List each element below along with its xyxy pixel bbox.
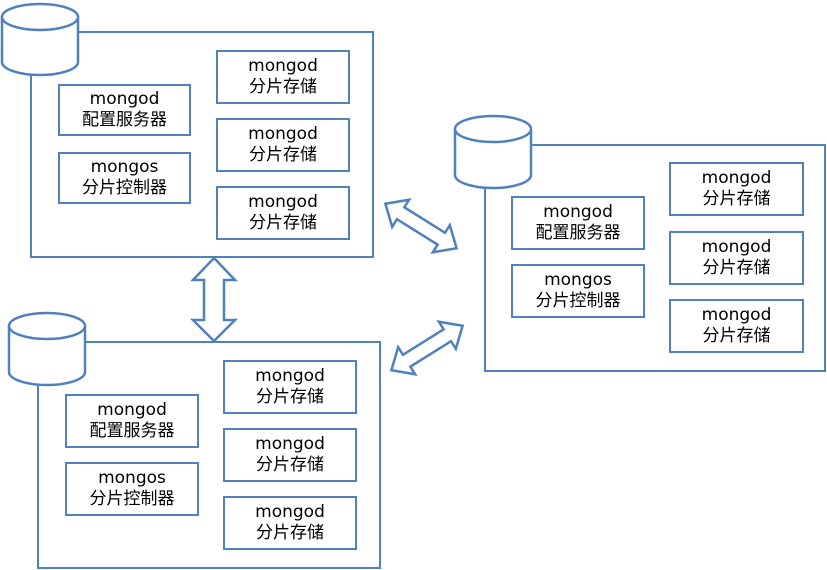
shard-label-1-2: 分片存储 bbox=[249, 145, 317, 165]
config-server-label-2: 配置服务器 bbox=[89, 421, 175, 441]
double-arrow-icon bbox=[189, 256, 239, 343]
database-icon bbox=[0, 2, 80, 77]
shard-label-3-2: 分片存储 bbox=[702, 258, 771, 278]
router-name-2: mongos bbox=[98, 468, 166, 488]
router-box-2: mongos 分片控制器 bbox=[65, 462, 199, 516]
shard-name-2-3: mongod bbox=[255, 502, 325, 522]
shard-label-2-3: 分片存储 bbox=[256, 523, 324, 543]
shard-name-1-3: mongod bbox=[248, 192, 318, 212]
shard-box-1-1: mongod 分片存储 bbox=[216, 50, 350, 104]
config-server-label-3: 配置服务器 bbox=[535, 223, 621, 243]
shard-label-1-3: 分片存储 bbox=[249, 213, 317, 233]
shard-box-3-2: mongod 分片存储 bbox=[669, 231, 804, 285]
shard-name-1-1: mongod bbox=[248, 56, 318, 76]
router-box-3: mongos 分片控制器 bbox=[511, 264, 645, 318]
shard-box-1-2: mongod 分片存储 bbox=[216, 118, 350, 172]
shard-box-2-3: mongod 分片存储 bbox=[223, 496, 357, 550]
shard-box-3-1: mongod 分片存储 bbox=[669, 162, 804, 216]
config-server-name-2: mongod bbox=[97, 400, 167, 420]
shard-box-3-3: mongod 分片存储 bbox=[669, 299, 804, 353]
shard-label-2-1: 分片存储 bbox=[256, 387, 324, 407]
shard-name-1-2: mongod bbox=[248, 124, 318, 144]
database-icon bbox=[7, 311, 87, 387]
config-server-box-3: mongod 配置服务器 bbox=[511, 196, 645, 250]
double-arrow-icon bbox=[383, 198, 459, 254]
router-name-1: mongos bbox=[90, 157, 159, 177]
shard-name-2-2: mongod bbox=[255, 434, 325, 454]
router-label-3: 分片控制器 bbox=[535, 291, 621, 311]
shard-name-3-2: mongod bbox=[701, 237, 772, 257]
router-label-2: 分片控制器 bbox=[89, 489, 175, 509]
shard-label-1-1: 分片存储 bbox=[249, 77, 317, 97]
shard-label-2-2: 分片存储 bbox=[256, 455, 324, 475]
shard-name-3-1: mongod bbox=[701, 168, 772, 188]
config-server-name-1: mongod bbox=[89, 89, 160, 109]
shard-label-3-1: 分片存储 bbox=[702, 189, 771, 209]
shard-box-2-1: mongod 分片存储 bbox=[223, 360, 357, 414]
shard-box-2-2: mongod 分片存储 bbox=[223, 428, 357, 482]
database-icon bbox=[453, 114, 533, 190]
router-label-1: 分片控制器 bbox=[82, 178, 167, 198]
config-server-box-1: mongod 配置服务器 bbox=[58, 84, 191, 136]
config-server-label-1: 配置服务器 bbox=[82, 110, 167, 130]
router-box-1: mongos 分片控制器 bbox=[58, 152, 191, 204]
shard-name-2-1: mongod bbox=[255, 366, 325, 386]
config-server-box-2: mongod 配置服务器 bbox=[65, 394, 199, 448]
shard-box-1-3: mongod 分片存储 bbox=[216, 186, 350, 240]
double-arrow-icon bbox=[389, 320, 465, 376]
shard-name-3-3: mongod bbox=[701, 305, 772, 325]
router-name-3: mongos bbox=[544, 270, 612, 290]
shard-label-3-3: 分片存储 bbox=[702, 326, 771, 346]
config-server-name-3: mongod bbox=[543, 202, 613, 222]
